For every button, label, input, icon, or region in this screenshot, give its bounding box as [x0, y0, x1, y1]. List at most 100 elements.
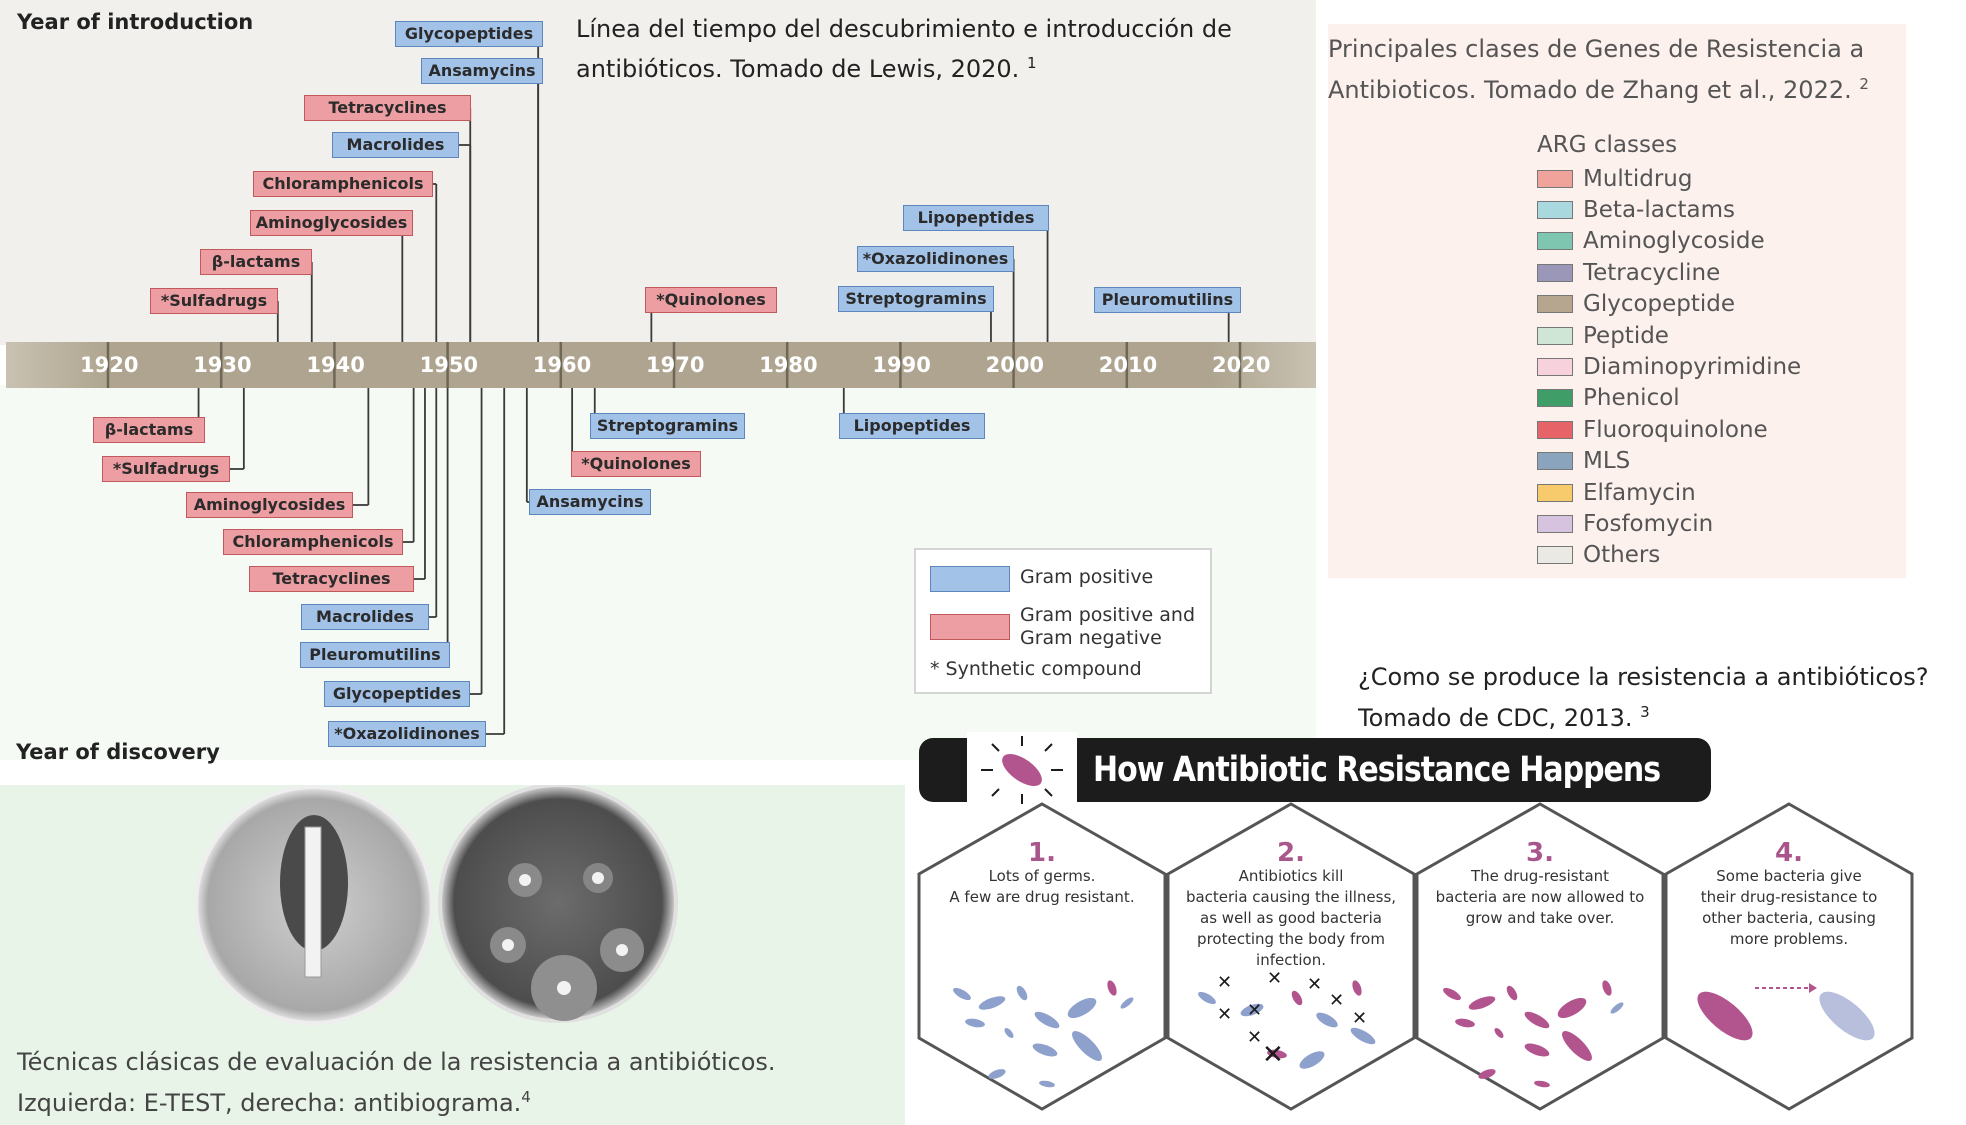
transfer-arrow-head: [1809, 983, 1817, 993]
year-label: 1950: [419, 353, 479, 377]
bacterium-shape: [1602, 980, 1612, 996]
bacterium-shape: [1316, 1012, 1338, 1028]
step-description-line: grow and take over.: [1465, 909, 1615, 927]
kill-mark-icon: ✕: [1217, 1004, 1232, 1025]
legend-gram-both-line2: Gram negative: [1020, 627, 1162, 649]
arg-class-swatch: [1537, 169, 1573, 188]
year-label: 2010: [1098, 353, 1158, 377]
introduction-label: Streptogramins: [838, 286, 994, 312]
step-description: Lots of germs.A few are drug resistant.: [924, 866, 1160, 908]
discovery-label: Lipopeptides: [839, 413, 985, 439]
kill-mark-icon: ✕: [1217, 972, 1232, 993]
introduction-label: Chloramphenicols: [253, 171, 433, 197]
bacterium-shape: [1299, 1051, 1325, 1069]
bacterium-shape: [965, 1018, 985, 1028]
etest-dish: [195, 785, 434, 1025]
bacterium-shape: [1198, 991, 1216, 1005]
bacterium-shape: [1350, 1027, 1376, 1045]
arg-class-name: Glycopeptide: [1583, 291, 1736, 318]
introduction-label: Glycopeptides: [395, 21, 543, 47]
bacterium-shape: [1034, 1011, 1060, 1029]
bacterium-shape: [1032, 1043, 1058, 1057]
cdc-caption-ref: 3: [1640, 703, 1650, 721]
introduction-label: Macrolides: [332, 132, 459, 158]
photos-caption-line2: Izquierda: E-TEST, derecha: antibiograma…: [17, 1089, 522, 1117]
introduction-label: *Quinolones: [645, 287, 777, 313]
arg-class-row: Others: [1537, 542, 1660, 568]
bacterium-shape: [1557, 997, 1587, 1019]
legend-swatch-gram-positive: [930, 566, 1010, 592]
kill-mark-icon: ✕: [1247, 1027, 1262, 1048]
discovery-label: *Quinolones: [571, 451, 701, 477]
timeline-connectors: [6, 34, 1316, 735]
arg-caption-ref: 2: [1859, 75, 1869, 93]
legend-gram-positive: Gram positive: [1020, 566, 1154, 588]
arg-class-name: Beta-lactams: [1583, 196, 1735, 223]
bacterium-shape: [1004, 1028, 1014, 1038]
bacterium-shape: [1072, 1031, 1102, 1061]
discovery-label: *Oxazolidinones: [328, 721, 486, 747]
discovery-label: Chloramphenicols: [223, 529, 403, 555]
year-label: 2000: [985, 353, 1045, 377]
arg-class-name: Elfamycin: [1583, 479, 1696, 506]
arg-caption-line2: Antibioticos. Tomado de Zhang et al., 20…: [1328, 76, 1852, 104]
bacterium-shape: [1506, 985, 1518, 1001]
bacterium-shape: [1562, 1031, 1592, 1061]
step-number: 4.: [1775, 838, 1803, 868]
arg-class-swatch: [1537, 263, 1573, 282]
discovery-label: Aminoglycosides: [186, 492, 353, 518]
arg-class-swatch: [1537, 326, 1573, 345]
arg-class-swatch: [1537, 295, 1573, 314]
bacterium-shape: [978, 996, 1006, 1010]
arg-title: ARG classes: [1537, 132, 1678, 158]
bacterium-shape: [1610, 1002, 1624, 1014]
discovery-label: *Sulfadrugs: [102, 456, 230, 482]
bacterium-shape: [988, 1069, 1006, 1079]
arg-class-name: MLS: [1583, 448, 1631, 475]
introduction-label: β-lactams: [200, 249, 312, 275]
bacterium-shape: [1291, 990, 1303, 1006]
step1-hexagon: [917, 802, 1167, 1111]
kill-mark-icon: ✕: [1352, 1008, 1367, 1029]
arg-class-name: Peptide: [1583, 322, 1669, 349]
bacterium-shape: [1120, 997, 1134, 1009]
arg-class-swatch: [1537, 514, 1573, 533]
year-label: 2020: [1212, 353, 1271, 377]
step3-hexagon: [1415, 802, 1665, 1111]
introduction-label: *Oxazolidinones: [857, 246, 1014, 272]
arg-class-row: Multidrug: [1537, 166, 1692, 192]
arg-class-row: Tetracycline: [1537, 260, 1720, 286]
discovery-label: Tetracyclines: [249, 566, 414, 592]
bacterium-shape: [1443, 987, 1461, 1001]
introduction-header: Year of introduction: [17, 10, 254, 34]
year-label: 1980: [759, 353, 818, 377]
axis-band: [6, 342, 1316, 388]
kill-mark-icon: ✕: [1247, 1000, 1262, 1021]
discovery-label: Streptogramins: [590, 413, 745, 439]
arg-class-row: Fluoroquinolone: [1537, 417, 1768, 443]
arg-class-name: Fosfomycin: [1583, 510, 1714, 537]
year-label: 1940: [306, 353, 365, 377]
step-description-line: Lots of germs.: [988, 867, 1096, 885]
bacterium-shape: [1067, 997, 1097, 1019]
year-label: 1990: [872, 353, 931, 377]
arg-class-swatch: [1537, 420, 1573, 439]
step-description-line: bacteria are now allowed to: [1435, 888, 1645, 906]
arg-class-row: Diaminopyrimidine: [1537, 354, 1801, 380]
arg-class-name: Aminoglycoside: [1583, 228, 1765, 255]
legend-synthetic: * Synthetic compound: [930, 658, 1142, 680]
petri-dishes-image: [195, 785, 678, 1025]
bacterium-shape: [1494, 1028, 1504, 1038]
year-label: 1930: [193, 353, 252, 377]
step-number: 3.: [1526, 838, 1554, 868]
arg-class-row: Elfamycin: [1537, 479, 1696, 506]
timeline-caption-ref: 1: [1026, 54, 1037, 72]
arg-class-swatch: [1537, 452, 1573, 471]
gram-legend: Gram positive Gram positive and Gram neg…: [914, 548, 1212, 694]
introduction-label: *Sulfadrugs: [150, 288, 278, 314]
kill-mark-icon: ✕: [1267, 968, 1282, 989]
arg-class-row: Glycopeptide: [1537, 291, 1736, 318]
